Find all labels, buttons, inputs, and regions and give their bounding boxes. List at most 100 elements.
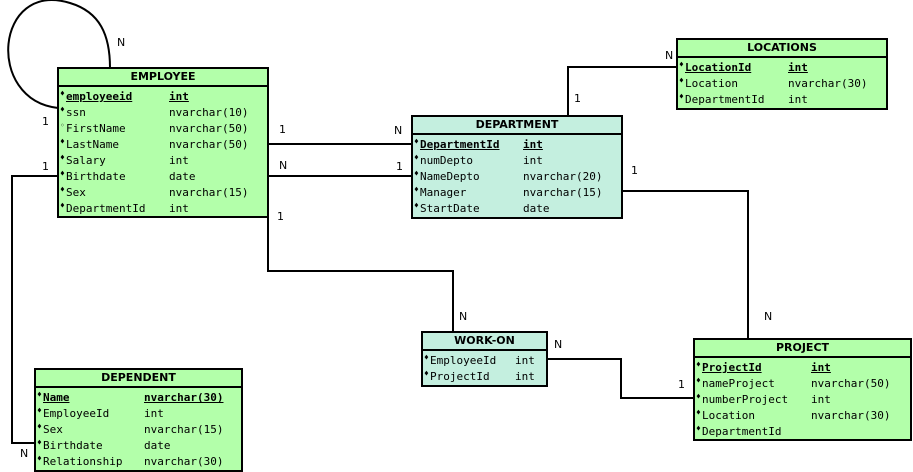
column-name: Birthdate <box>66 170 126 183</box>
column-name: nameProject <box>702 377 775 390</box>
column-type: int <box>144 407 164 420</box>
column-name: FirstName <box>66 122 126 135</box>
column-marker-icon: ♦ <box>696 408 701 417</box>
column-marker-icon: ♦ <box>60 89 65 98</box>
project-table-title: PROJECT <box>695 340 910 358</box>
column-type: nvarchar(20) <box>523 170 603 183</box>
column-name: LocationId <box>685 61 752 74</box>
cardinality-self-n: N <box>117 36 126 49</box>
column-marker-icon: ♦ <box>414 153 419 162</box>
column-name: EmployeeId <box>430 354 497 367</box>
column-type: int <box>523 154 543 167</box>
project-column-row[interactable]: ♦nameProject nvarchar(50) <box>695 376 910 392</box>
column-type: int <box>788 93 808 106</box>
column-name: DepartmentId <box>66 202 146 215</box>
column-marker-icon: ♦ <box>414 137 419 146</box>
cardinality-loc-1: 1 <box>574 92 581 105</box>
column-marker-icon: ♦ <box>37 390 42 399</box>
cardinality-emp-dep-1: 1 <box>42 160 49 173</box>
cardinality-emp-work-1: 1 <box>277 210 284 223</box>
column-marker-icon: ♦ <box>60 153 65 162</box>
column-name: Location <box>702 409 755 422</box>
cardinality-work-proj-n: N <box>554 338 563 351</box>
column-type: nvarchar(30) <box>144 391 224 404</box>
department-column-row[interactable]: ♦NameDepto nvarchar(20) <box>413 169 621 185</box>
column-name: Salary <box>66 154 106 167</box>
column-type: nvarchar(30) <box>144 455 224 468</box>
column-marker-icon: ◦ <box>60 121 65 130</box>
column-marker-icon: ♦ <box>37 406 42 415</box>
column-marker-icon: ♦ <box>696 376 701 385</box>
column-name: Sex <box>43 423 63 436</box>
employee-workon-line <box>267 200 454 332</box>
column-type: nvarchar(15) <box>523 186 603 199</box>
cardinality-emp-dept-n: N <box>394 124 403 137</box>
column-type: int <box>811 393 831 406</box>
cardinality-emp-dept-1: 1 <box>279 123 286 136</box>
department-column-row[interactable]: ♦DepartmentId int <box>413 137 621 153</box>
column-name: EmployeeId <box>43 407 110 420</box>
column-marker-icon: ♦ <box>60 201 65 210</box>
column-marker-icon: ♦ <box>414 169 419 178</box>
column-marker-icon: ♦ <box>696 392 701 401</box>
cardinality-dept-emp-n: N <box>279 159 288 172</box>
column-name: NameDepto <box>420 170 480 183</box>
column-type: int <box>523 138 543 151</box>
employee-table-title: EMPLOYEE <box>59 69 267 87</box>
workon-table-title: WORK-ON <box>423 333 546 351</box>
project-column-row[interactable]: ♦DepartmentId <box>695 424 910 440</box>
column-name: ssn <box>66 106 86 119</box>
dependent-column-row[interactable]: ♦EmployeeId int <box>36 406 241 422</box>
locations-table-title: LOCATIONS <box>678 40 886 58</box>
department-locations-line <box>567 66 677 116</box>
cardinality-self-1: 1 <box>42 115 49 128</box>
cardinality-emp-dep-n: N <box>20 447 29 460</box>
column-name: DepartmentId <box>685 93 765 106</box>
column-name: DepartmentId <box>702 425 782 438</box>
column-marker-icon: ♦ <box>60 169 65 178</box>
column-type: date <box>144 439 171 452</box>
column-marker-icon: ♦ <box>414 185 419 194</box>
column-name: ProjectId <box>430 370 490 383</box>
column-name: DepartmentId <box>420 138 500 151</box>
cardinality-emp-work-n: N <box>459 310 468 323</box>
employee-self-loop <box>7 0 111 109</box>
column-type: nvarchar(50) <box>811 377 891 390</box>
column-marker-icon: ♦ <box>424 369 429 378</box>
column-type: int <box>788 61 808 74</box>
employee-column-row[interactable]: ♦DepartmentId int <box>59 201 267 217</box>
column-type: nvarchar(15) <box>144 423 224 436</box>
column-type: int <box>169 202 189 215</box>
